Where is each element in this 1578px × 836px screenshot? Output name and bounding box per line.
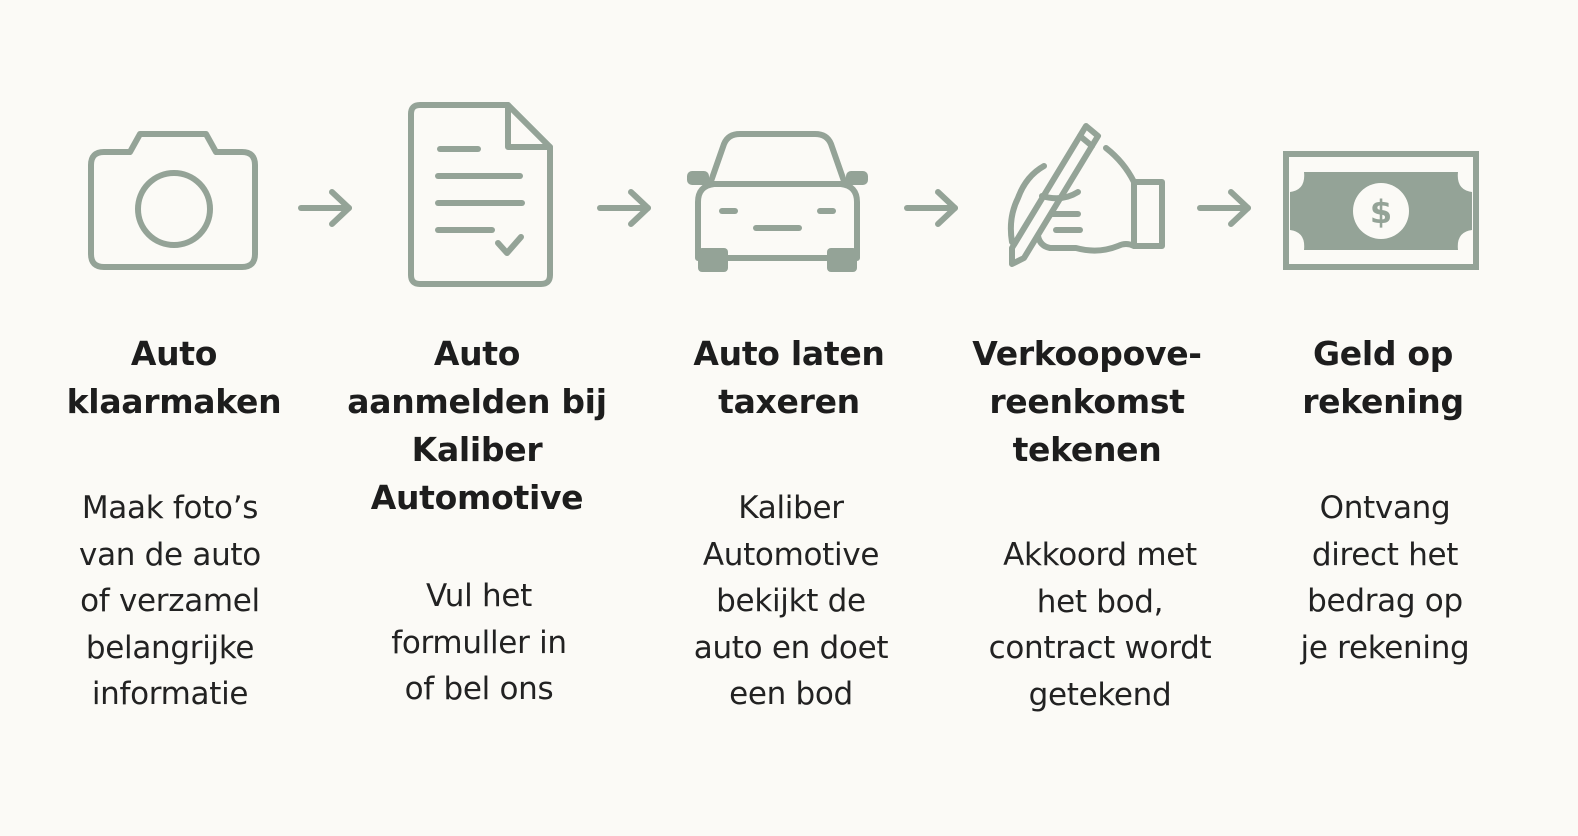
step-4-desc-line: Akkoord met (1003, 537, 1197, 573)
step-1-desc-line: van de auto (79, 536, 261, 573)
step-1-description: Maak foto’s van de auto of verzamel bela… (20, 485, 320, 718)
step-2-title-line: aanmelden bij (347, 382, 607, 421)
step-5-desc-line: bedrag op (1307, 583, 1463, 619)
step-3-desc-line: bekijkt de (716, 583, 866, 619)
step-2-title-line: Automotive (370, 478, 584, 517)
arrow-right-icon (904, 189, 958, 227)
step-3-title: Auto laten taxeren (639, 330, 939, 426)
step-5-title: Geld op rekening (1233, 330, 1533, 426)
step-2-desc-line: of bel ons (404, 671, 554, 707)
step-2-title-line: Auto (433, 334, 521, 373)
step-2-desc-line: Vul het (426, 578, 532, 614)
step-5-desc-line: je rekening (1300, 629, 1470, 666)
step-3-desc-line: een bod (729, 676, 853, 712)
step-4-title-line: Verkoopove- (972, 334, 1202, 373)
step-1-desc-line: informatie (91, 676, 249, 712)
step-1-title-line: klaarmaken (66, 382, 282, 421)
arrow-right-icon (1197, 189, 1251, 227)
step-5-desc-line: Ontvang (1319, 490, 1451, 526)
step-1-desc-line: of verzamel (80, 583, 260, 619)
step-3-desc-line: Automotive (702, 536, 880, 573)
step-2-description: Vul het formuller in of bel ons (329, 573, 629, 713)
step-3-description: Kaliber Automotive bekijkt de auto en do… (641, 485, 941, 718)
step-5-title-line: rekening (1302, 382, 1464, 421)
step-5-title-line: Geld op (1312, 334, 1454, 373)
step-5-description: Ontvang direct het bedrag op je rekening (1235, 485, 1535, 671)
step-2-title: Auto aanmelden bij Kaliber Automotive (327, 330, 627, 522)
banknote-dollar-icon: $ (1283, 151, 1479, 270)
step-4-title-line: reenkomst (989, 382, 1185, 421)
step-4-desc-line: contract wordt (988, 630, 1212, 666)
step-2-desc-line: formuller in (391, 624, 567, 661)
step-5-desc-line: direct het (1311, 536, 1459, 573)
document-check-icon (408, 102, 553, 287)
step-1-title: Auto klaarmaken (24, 330, 324, 426)
step-4-desc-line: het bod, (1036, 583, 1164, 620)
step-3-desc-line: Kaliber (738, 490, 844, 526)
step-4-desc-line: getekend (1028, 676, 1172, 713)
arrow-right-icon (597, 189, 651, 227)
svg-text:$: $ (1370, 193, 1392, 231)
arrow-right-icon (298, 189, 352, 227)
step-3-title-line: taxeren (718, 382, 860, 421)
step-4-title: Verkoopove- reenkomst tekenen (937, 330, 1237, 474)
step-3-desc-line: auto en doet (693, 629, 889, 666)
step-1-desc-line: belangrijke (85, 629, 255, 666)
step-1-desc-line: Maak foto’s (81, 490, 259, 526)
camera-icon (88, 131, 258, 270)
car-icon (687, 131, 868, 272)
step-3-title-line: Auto laten (693, 334, 885, 373)
signing-hand-icon (1007, 123, 1165, 267)
step-1-title-line: Auto (130, 334, 218, 373)
step-4-title-line: tekenen (1012, 430, 1162, 469)
step-2-title-line: Kaliber (411, 430, 543, 469)
step-4-description: Akkoord met het bod, contract wordt gete… (950, 532, 1250, 718)
